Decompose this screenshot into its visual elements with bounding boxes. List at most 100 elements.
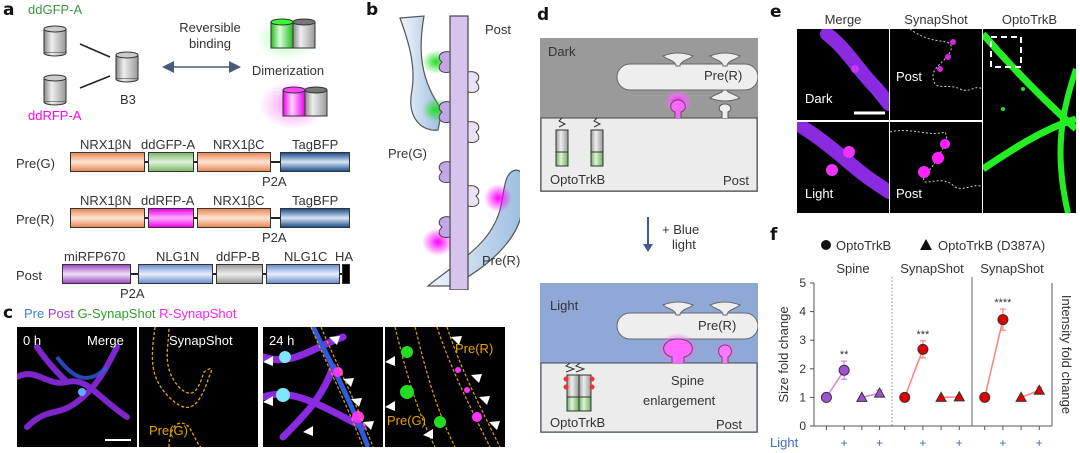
light-plus-label: + bbox=[999, 436, 1006, 450]
significance-label: ** bbox=[840, 349, 849, 361]
series-line bbox=[904, 349, 924, 398]
synapshot-label: SynapShot bbox=[169, 333, 233, 348]
data-point-circle bbox=[899, 391, 911, 403]
series-line bbox=[983, 319, 1004, 398]
data-point-circle bbox=[820, 391, 832, 403]
data-point-triangle bbox=[1015, 391, 1027, 402]
light-state-diagram bbox=[540, 283, 758, 433]
optotrkb-dimer-icon bbox=[563, 362, 595, 412]
optotrkb-label: OptoTrkB bbox=[550, 172, 606, 187]
segment-label: NLG1N bbox=[156, 249, 200, 264]
data-point-circle bbox=[979, 391, 991, 403]
segment-ddgfp-a bbox=[148, 152, 194, 172]
synapse-schematic bbox=[399, 15, 520, 290]
pre-r-label: Pre(R) bbox=[455, 341, 494, 356]
panel-label-c: c bbox=[3, 303, 14, 323]
arrow-down-icon bbox=[643, 244, 653, 252]
image-0h-synapshot: SynapShot Pre(G) bbox=[139, 327, 258, 447]
y-tick-label: 3 bbox=[799, 333, 806, 347]
panel-label-a: a bbox=[3, 0, 15, 20]
p2a-label: P2A bbox=[120, 286, 145, 301]
dark-state-diagram bbox=[540, 38, 758, 192]
merge-label: Merge bbox=[87, 333, 124, 348]
panel-label-e: e bbox=[770, 2, 782, 22]
data-point-triangle bbox=[1033, 384, 1046, 395]
data-point-triangle bbox=[856, 391, 868, 402]
segment-nlg1n bbox=[138, 264, 213, 284]
segment-nrx1bn bbox=[70, 208, 145, 228]
segment-nlg1c bbox=[266, 264, 340, 284]
legend-pre: Pre bbox=[24, 306, 45, 321]
spine-label: Spine bbox=[671, 373, 705, 388]
legend-post: Post bbox=[47, 306, 74, 321]
column-header-synapshot: SynapShot bbox=[904, 12, 968, 27]
image-synapshot-dark: Post bbox=[890, 29, 982, 120]
column-header-optotrkb: OptoTrkB bbox=[1001, 12, 1058, 27]
ddrfp-a-cylinder bbox=[43, 74, 67, 106]
dark-label: Dark bbox=[805, 91, 833, 106]
b3-cylinder bbox=[115, 51, 139, 83]
light-plus-label: + bbox=[956, 436, 963, 450]
construct-name: Pre(R) bbox=[16, 212, 55, 227]
significance-label: **** bbox=[994, 297, 1012, 309]
pre-r-label: Pre(R) bbox=[704, 68, 743, 83]
magenta-dimer bbox=[282, 86, 328, 117]
segment-ddfp-b bbox=[216, 264, 263, 284]
data-point-triangle bbox=[935, 391, 947, 402]
binding-diagram bbox=[43, 16, 328, 129]
right-axis-label: Intensity fold change bbox=[1059, 295, 1074, 414]
segment-label: NLG1C bbox=[284, 249, 328, 264]
segment-label: NRX1βN bbox=[80, 193, 132, 208]
segment-label: TagBFP bbox=[292, 193, 339, 208]
legend-triangle-marker bbox=[920, 239, 932, 250]
post-label: Post bbox=[896, 186, 923, 201]
segment-ddrfp-a bbox=[148, 208, 194, 228]
image-0h-merge: 0 h Merge bbox=[17, 327, 137, 447]
legend-g-synapshot: G-SynapShot bbox=[77, 306, 156, 321]
data-point-circle bbox=[838, 364, 850, 376]
segment-label: NRX1βC bbox=[213, 193, 265, 208]
pre-g-label: Pre(G) bbox=[387, 413, 426, 428]
pre-g-label: Pre(G) bbox=[149, 423, 188, 438]
segment-nrx1bn bbox=[70, 152, 145, 172]
image-merge-dark: Dark bbox=[797, 29, 889, 120]
data-point-triangle bbox=[953, 390, 966, 402]
segment-nrx1bc bbox=[197, 152, 271, 172]
data-point-triangle bbox=[873, 387, 886, 398]
pre-g-label: Pre(G) bbox=[388, 146, 427, 161]
data-point-circle bbox=[997, 314, 1009, 326]
light-plus-label: + bbox=[919, 436, 926, 450]
optotrkb-label: OptoTrkB bbox=[550, 415, 606, 430]
segment-tagbfp bbox=[280, 152, 350, 172]
channel-legend: Pre Post G-SynapShot R-SynapShot bbox=[24, 306, 237, 321]
segment-label: ddGFP-A bbox=[141, 137, 196, 152]
group-title: Spine bbox=[836, 261, 869, 276]
image-24h-synapshot: Pre(R) Pre(G) bbox=[385, 327, 505, 447]
segment-label: HA bbox=[335, 249, 354, 264]
segment-label: TagBFP bbox=[292, 137, 339, 152]
x-axis-label: Light bbox=[770, 435, 799, 450]
blue-light-label-1: + Blue bbox=[662, 222, 700, 237]
post-label: Post bbox=[485, 22, 512, 37]
significance-label: *** bbox=[916, 329, 930, 341]
optotrkb-icon bbox=[555, 117, 604, 167]
enlargement-label: enlargement bbox=[643, 393, 716, 408]
pre-r-label: Pre(R) bbox=[482, 253, 521, 268]
construct-name: Post bbox=[16, 268, 43, 283]
segment-label: miRFP670 bbox=[64, 249, 126, 264]
segment-ha bbox=[342, 264, 350, 284]
pre-r-label: Pre(R) bbox=[698, 318, 737, 333]
y-axis-label: Size fold change bbox=[776, 306, 791, 402]
construct-name: Pre(G) bbox=[16, 156, 55, 171]
image-merge-light: Light bbox=[797, 122, 889, 213]
green-dimer bbox=[270, 18, 316, 49]
post-dendrite bbox=[449, 15, 469, 290]
light-label: Light bbox=[550, 298, 579, 313]
ddrfp-a-label: ddRFP-A bbox=[28, 108, 82, 123]
data-point-circle bbox=[917, 343, 929, 355]
p2a-label: P2A bbox=[262, 174, 287, 189]
binding-label: binding bbox=[189, 36, 231, 51]
ddgfp-a-cylinder bbox=[43, 25, 67, 57]
ddgfp-a-label: ddGFP-A bbox=[28, 2, 83, 17]
time-label: 0 h bbox=[23, 333, 42, 348]
